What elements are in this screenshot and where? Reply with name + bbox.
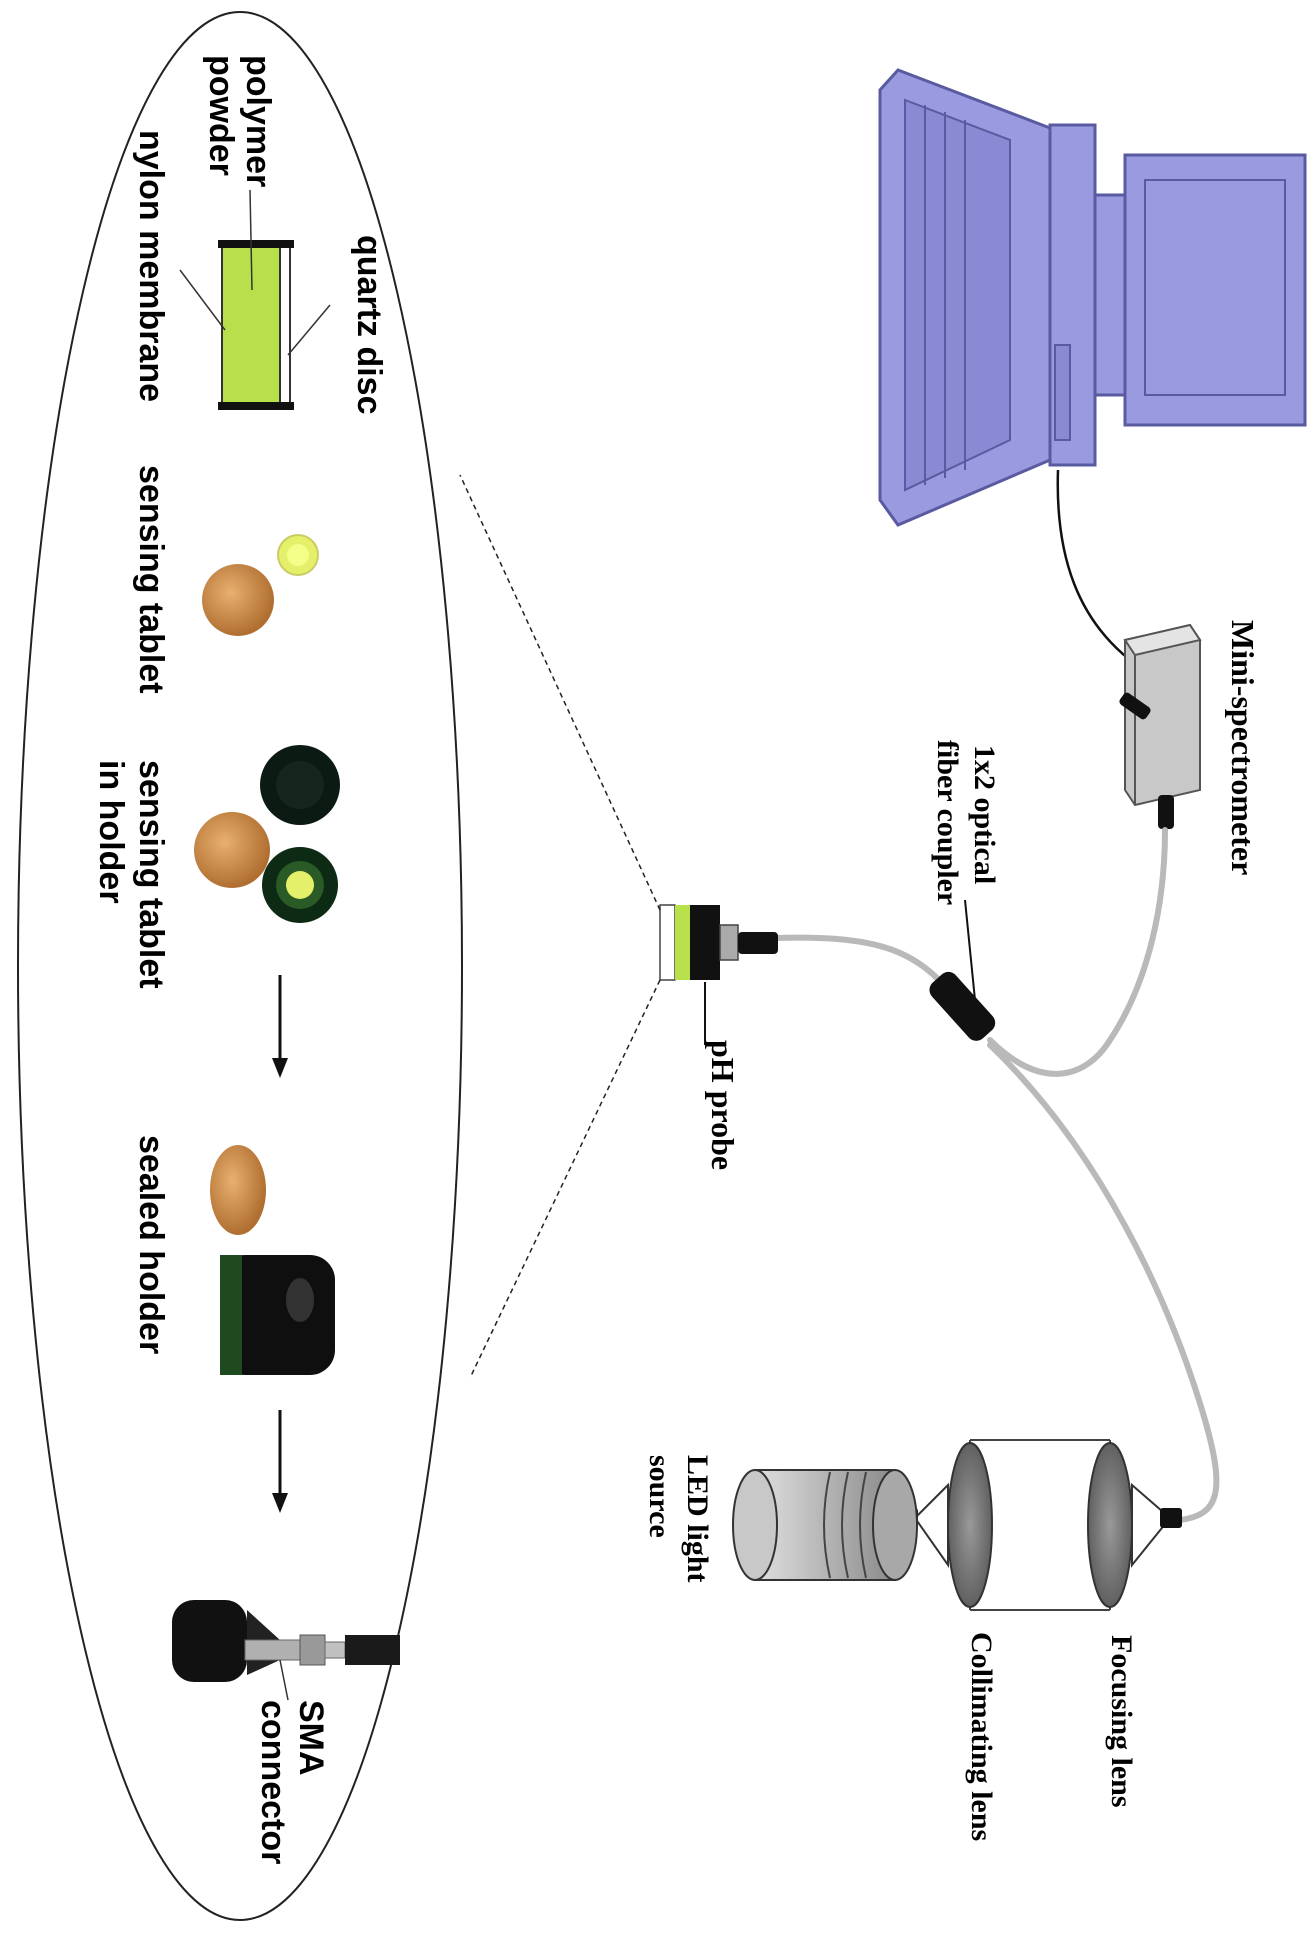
tablet-in-holder-photo (194, 745, 340, 923)
fiber-coupler-icon (929, 971, 996, 1041)
focusing-lens-icon (1087, 1442, 1133, 1608)
nylon-membrane-label: nylon membrane (132, 130, 170, 402)
coin-icon-2 (194, 812, 270, 888)
led-label-line1: LED light (681, 1455, 714, 1583)
mini-spectrometer-icon (1119, 623, 1202, 829)
collimating-lens-icon (947, 1442, 993, 1608)
ph-probe-label: pH probe (705, 1040, 741, 1170)
arrow-right-icon-2 (272, 1410, 288, 1513)
tablet-in-holder-label-line1: sensing tablet (132, 760, 170, 989)
coin-icon-3 (210, 1145, 266, 1235)
coupler-label-line1: 1x2 optical (968, 745, 1001, 884)
sealed-holder-photo (210, 1145, 335, 1375)
optical-fibers (772, 827, 1220, 1523)
sensing-tablet-label: sensing tablet (132, 465, 170, 694)
sma-label-line2: connector (254, 1700, 292, 1864)
tablet-in-holder-label-line2: in holder (92, 760, 130, 904)
optics-assembly (732, 1439, 1182, 1611)
detail-ellipse (17, 11, 463, 1921)
zoom-line-bottom (469, 979, 661, 1379)
computer-icon (878, 68, 1307, 527)
zoom-line-top (459, 474, 661, 911)
quartz-disc-label: quartz disc (350, 235, 388, 414)
sma-label-line1: SMA (292, 1700, 330, 1776)
coin-icon (202, 564, 274, 636)
polymer-label-line1: polymer (239, 55, 277, 187)
mini-spectrometer-label: Mini-spectrometer (1225, 620, 1261, 875)
collimating-lens-label: Collimating lens (965, 1632, 998, 1841)
led-light-source-icon (732, 1469, 918, 1581)
coupler-label-line2: fiber coupler (931, 740, 964, 905)
sealed-holder-label: sealed holder (132, 1135, 170, 1354)
polymer-label-line2: powder (202, 55, 240, 176)
sensing-tablet-photo (202, 534, 319, 636)
computer-base (1123, 153, 1307, 427)
led-label-line2: source (643, 1455, 676, 1538)
focusing-lens-label: Focusing lens (1105, 1635, 1138, 1808)
ph-probe-icon (659, 904, 778, 981)
arrow-right-icon (272, 975, 288, 1078)
tablet-cross-section (218, 240, 294, 410)
sma-connector-photo (172, 1600, 400, 1682)
usb-cable (1056, 469, 1151, 679)
